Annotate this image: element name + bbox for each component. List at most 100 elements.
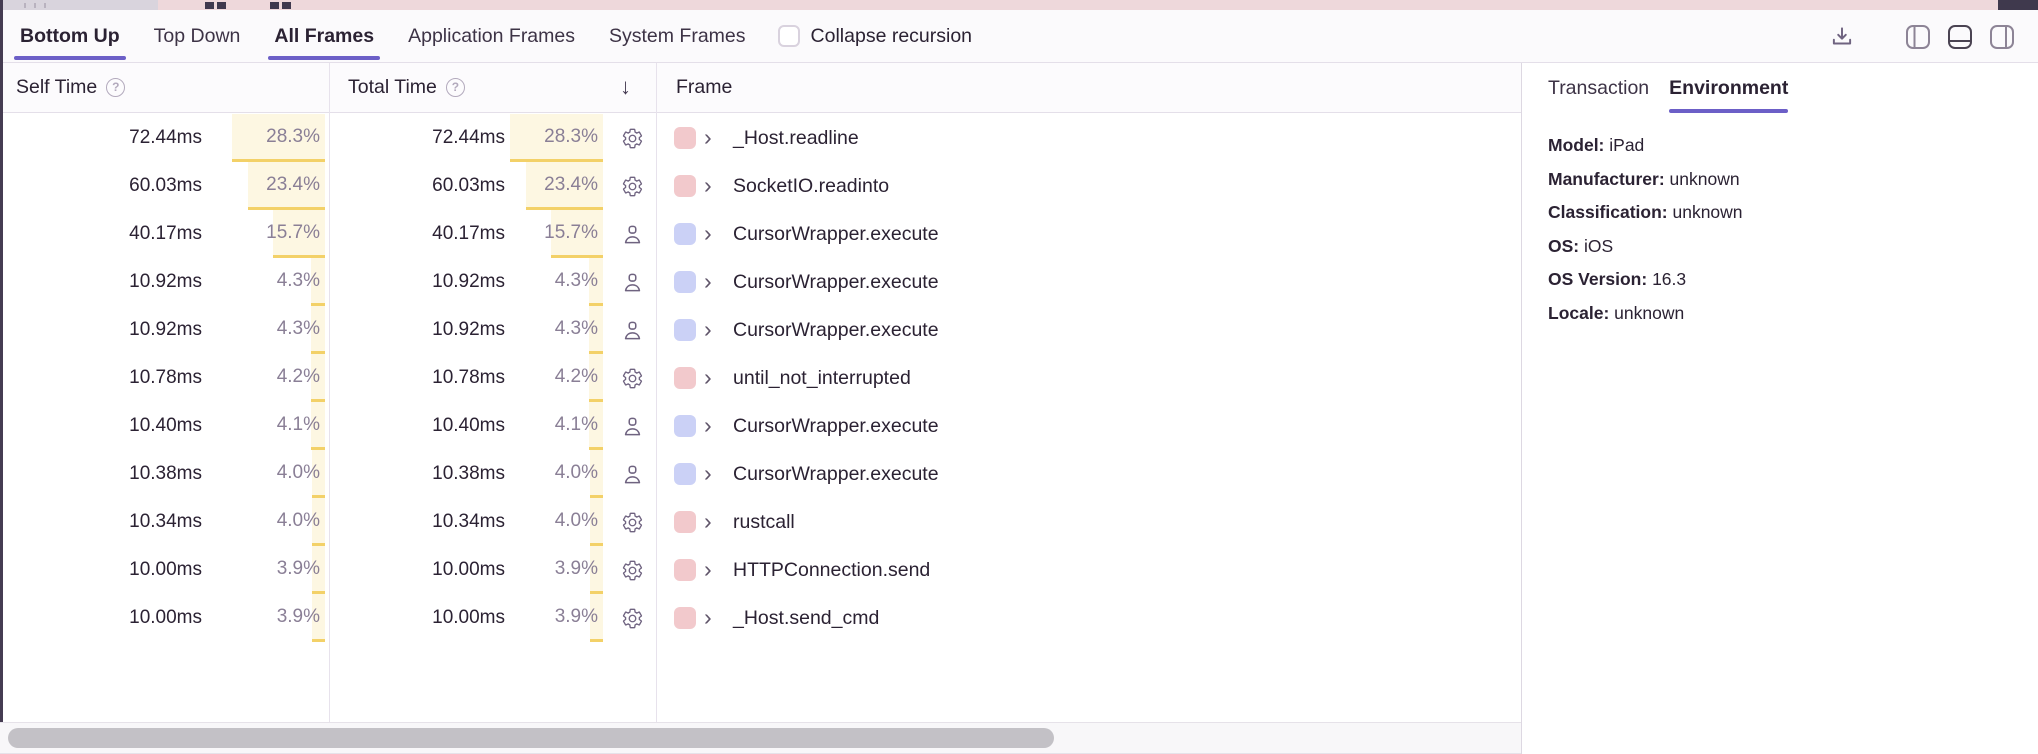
help-icon[interactable]: ? bbox=[106, 78, 126, 97]
table-row[interactable]: 10.92ms 4.3% 10.92ms 4.3% bbox=[0, 258, 1521, 306]
table-row[interactable]: 72.44ms 28.3% 72.44ms 28.3% bbox=[0, 114, 1521, 162]
expand-chevron-icon[interactable]: › bbox=[704, 172, 712, 198]
layout-right-dock-icon[interactable] bbox=[1988, 23, 2016, 51]
total-time-percent: 4.3% bbox=[554, 270, 598, 291]
environment-row: Manufacturer: unknown bbox=[1548, 168, 1740, 189]
percent-fill-bar bbox=[312, 498, 325, 546]
help-icon[interactable]: ? bbox=[445, 78, 465, 97]
table-row[interactable]: 60.03ms 23.4% 60.03ms 23.4% bbox=[0, 162, 1521, 210]
detail-tab-transaction[interactable]: Transaction bbox=[1548, 77, 1650, 99]
total-time-value: 10.40ms bbox=[432, 415, 505, 436]
expand-chevron-icon[interactable]: › bbox=[704, 364, 712, 390]
layout-left-dock-icon[interactable] bbox=[1904, 23, 1932, 51]
percent-fill-bar bbox=[589, 402, 603, 450]
percent-fill-bar bbox=[248, 162, 325, 210]
gear-icon bbox=[616, 162, 648, 210]
person-icon bbox=[616, 306, 648, 354]
percent-fill-bar bbox=[311, 402, 325, 450]
detail-tabs: Transaction Environment bbox=[1522, 63, 2038, 113]
expand-chevron-icon[interactable]: › bbox=[704, 508, 712, 534]
layout-bottom-dock-icon[interactable] bbox=[1946, 23, 1974, 51]
expand-chevron-icon[interactable]: › bbox=[704, 460, 712, 486]
self-time-percent-cell: 15.7% bbox=[232, 210, 325, 258]
gear-icon bbox=[616, 498, 648, 546]
expand-chevron-icon[interactable]: › bbox=[704, 316, 712, 342]
frame-color-swatch bbox=[674, 511, 696, 533]
environment-row: Model: iPad bbox=[1548, 135, 1645, 155]
total-time-value: 60.03ms bbox=[432, 175, 505, 196]
table-row[interactable]: 10.92ms 4.3% 10.92ms 4.3% bbox=[0, 306, 1521, 354]
expand-chevron-icon[interactable]: › bbox=[704, 220, 712, 246]
table-row[interactable]: 10.40ms 4.1% 10.40ms 4.1% bbox=[0, 402, 1521, 450]
gear-icon bbox=[616, 546, 648, 594]
table-row[interactable]: 10.00ms 3.9% 10.00ms 3.9% bbox=[0, 546, 1521, 594]
self-time-percent: 28.3% bbox=[266, 126, 320, 147]
column-header-total-time[interactable]: Total Time ? bbox=[348, 63, 465, 112]
self-time-percent: 4.0% bbox=[276, 462, 320, 483]
percent-fill-bar bbox=[589, 354, 603, 402]
expand-chevron-icon[interactable]: › bbox=[704, 556, 712, 582]
tab-system-frames[interactable]: System Frames bbox=[609, 24, 746, 47]
frame-name: _Host.readline bbox=[733, 127, 859, 149]
self-time-percent: 15.7% bbox=[266, 222, 320, 243]
frame-color-swatch bbox=[674, 559, 696, 581]
collapse-recursion-toggle[interactable]: Collapse recursion bbox=[777, 25, 972, 48]
self-time-percent: 4.3% bbox=[276, 318, 320, 339]
environment-row: Locale: unknown bbox=[1548, 302, 1685, 323]
collapse-recursion-checkbox[interactable] bbox=[777, 25, 800, 47]
environment-row: Classification: unknown bbox=[1548, 202, 1743, 222]
table-header: Self Time ? Total Time ? ↓ Frame bbox=[0, 63, 1521, 113]
expand-chevron-icon[interactable]: › bbox=[704, 412, 712, 438]
frame-label: Frame bbox=[676, 76, 733, 98]
tab-bar: Bottom Up Top Down All Frames Application F… bbox=[0, 10, 2038, 63]
frame-color-swatch bbox=[674, 271, 696, 293]
scrollbar-thumb[interactable] bbox=[8, 728, 1054, 748]
person-icon bbox=[616, 258, 648, 306]
download-icon[interactable] bbox=[1828, 23, 1856, 51]
self-time-percent-cell: 4.0% bbox=[232, 450, 325, 498]
self-time-value: 10.40ms bbox=[129, 415, 202, 436]
frame-color-swatch bbox=[674, 223, 696, 245]
self-time-percent-cell: 4.3% bbox=[232, 306, 325, 354]
detail-tab-environment[interactable]: Environment bbox=[1669, 77, 1789, 113]
self-time-percent: 3.9% bbox=[276, 558, 320, 579]
frame-name: CursorWrapper.execute bbox=[733, 463, 939, 485]
table-row[interactable]: 10.38ms 4.0% 10.38ms 4.0% bbox=[0, 450, 1521, 498]
total-time-percent: 23.4% bbox=[544, 174, 598, 195]
total-time-percent: 4.0% bbox=[554, 462, 598, 483]
horizontal-scrollbar[interactable] bbox=[0, 722, 1521, 754]
table-row[interactable]: 10.00ms 3.9% 10.00ms 3.9% bbox=[0, 594, 1521, 642]
percent-fill-bar bbox=[311, 258, 325, 306]
percent-fill-bar bbox=[232, 114, 325, 162]
frame-color-swatch bbox=[674, 415, 696, 437]
percent-fill-bar bbox=[551, 210, 603, 258]
total-time-percent-cell: 4.0% bbox=[510, 450, 603, 498]
total-time-percent-cell: 23.4% bbox=[510, 162, 603, 210]
gear-icon bbox=[616, 594, 648, 642]
expand-chevron-icon[interactable]: › bbox=[704, 124, 712, 150]
total-time-percent-cell: 4.3% bbox=[510, 306, 603, 354]
total-time-percent-cell: 4.1% bbox=[510, 402, 603, 450]
tab-top-down[interactable]: Top Down bbox=[153, 24, 241, 47]
tab-all-frames[interactable]: All Frames bbox=[268, 10, 380, 63]
self-time-percent: 4.2% bbox=[276, 366, 320, 387]
column-header-self-time[interactable]: Self Time ? bbox=[16, 63, 126, 112]
sort-descending-icon[interactable]: ↓ bbox=[620, 74, 631, 99]
tab-application-frames[interactable]: Application Frames bbox=[408, 24, 575, 47]
expand-chevron-icon[interactable]: › bbox=[704, 268, 712, 294]
tab-bottom-up[interactable]: Bottom Up bbox=[14, 10, 126, 63]
expand-chevron-icon[interactable]: › bbox=[704, 604, 712, 630]
environment-row: OS: iOS bbox=[1548, 235, 1614, 256]
table-row[interactable]: 10.78ms 4.2% 10.78ms 4.2% bbox=[0, 354, 1521, 402]
frame-name: SocketIO.readinto bbox=[733, 175, 890, 197]
self-time-percent-cell: 4.0% bbox=[232, 498, 325, 546]
frame-color-swatch bbox=[674, 367, 696, 389]
percent-fill-bar bbox=[589, 258, 603, 306]
frame-name: CursorWrapper.execute bbox=[733, 223, 939, 245]
gear-icon bbox=[616, 354, 648, 402]
table-row[interactable]: 40.17ms 15.7% 40.17ms 15.7% bbox=[0, 210, 1521, 258]
minimap-tick bbox=[24, 3, 26, 8]
person-icon bbox=[616, 210, 648, 258]
self-time-percent: 4.0% bbox=[276, 510, 320, 531]
table-row[interactable]: 10.34ms 4.0% 10.34ms 4.0% bbox=[0, 498, 1521, 546]
